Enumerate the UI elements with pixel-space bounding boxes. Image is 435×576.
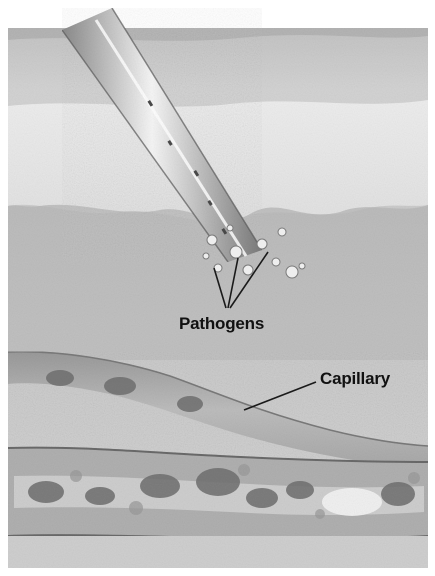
pathogens-label: Pathogens xyxy=(179,314,264,334)
capillary-label: Capillary xyxy=(320,369,390,389)
